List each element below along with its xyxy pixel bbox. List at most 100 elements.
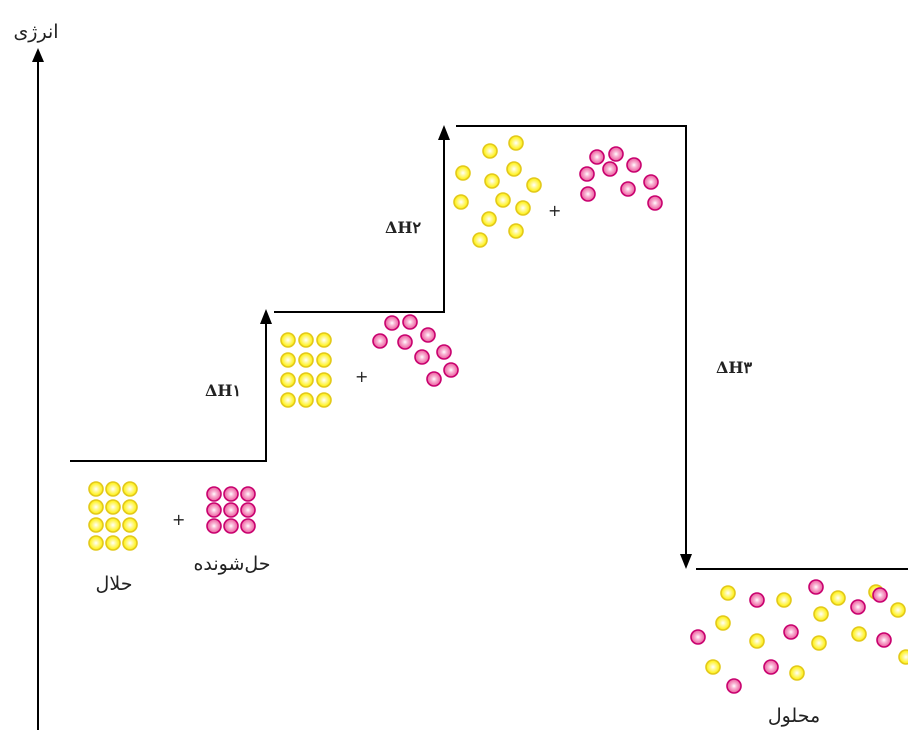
solute-particle <box>241 519 255 533</box>
plus-sign-1: + <box>172 510 185 529</box>
solute-particle <box>207 519 221 533</box>
solute-particle <box>385 316 399 330</box>
solute-label: حل‌شونده <box>193 553 270 575</box>
solute-particle <box>851 600 865 614</box>
solvent-particle <box>123 536 137 550</box>
dh2-label: ΔH۲ <box>385 218 422 237</box>
solute-particles-step1 <box>373 315 458 386</box>
solution-label: محلول <box>768 705 820 727</box>
solute-particle <box>207 503 221 517</box>
solute-particle <box>603 162 617 176</box>
solute-particles-step2 <box>580 147 662 210</box>
solvent-particles-step1 <box>281 333 331 407</box>
solvent-particle <box>123 482 137 496</box>
solvent-particle <box>456 166 470 180</box>
solute-particle <box>590 150 604 164</box>
solute-particle <box>877 633 891 647</box>
solvent-particle <box>281 393 295 407</box>
solvent-particle <box>831 591 845 605</box>
solvent-particle <box>527 178 541 192</box>
energy-levels <box>70 126 908 569</box>
solvent-particle <box>516 201 530 215</box>
solvent-particle <box>485 174 499 188</box>
solvent-particle <box>123 500 137 514</box>
solute-particle <box>750 593 764 607</box>
solvent-particle <box>89 536 103 550</box>
solvent-particle <box>482 212 496 226</box>
solvent-lattice <box>89 482 137 550</box>
solvent-particle <box>814 607 828 621</box>
solute-particle <box>403 315 417 329</box>
solvent-particle <box>509 224 523 238</box>
solvent-particle <box>89 518 103 532</box>
solvent-particle <box>750 634 764 648</box>
solvent-particle <box>106 536 120 550</box>
arrow-head-dh2 <box>438 125 450 140</box>
solvent-particle <box>281 333 295 347</box>
solute-particle <box>644 175 658 189</box>
level-step2 <box>456 126 686 558</box>
solute-particle <box>224 503 238 517</box>
solute-particle <box>207 487 221 501</box>
solvent-particle <box>317 333 331 347</box>
solvent-particle <box>106 518 120 532</box>
solvent-particle <box>777 593 791 607</box>
dh3-label: ΔH۳ <box>716 358 753 377</box>
solvent-particle <box>299 353 313 367</box>
solvent-particle <box>509 136 523 150</box>
solute-particle <box>224 487 238 501</box>
solvent-particle <box>317 373 331 387</box>
solute-particle <box>648 196 662 210</box>
solute-particle <box>784 625 798 639</box>
solvent-particle <box>716 616 730 630</box>
solute-particle <box>437 345 451 359</box>
solvent-particle <box>496 193 510 207</box>
solvent-particle <box>299 393 313 407</box>
solute-particle <box>621 182 635 196</box>
solute-particle <box>415 350 429 364</box>
energy-axis <box>32 48 44 730</box>
solvent-particle <box>281 353 295 367</box>
solvent-particle <box>899 650 908 664</box>
arrow-head-dh1 <box>260 309 272 324</box>
solute-particle <box>421 328 435 342</box>
solute-particle <box>609 147 623 161</box>
solvent-particle <box>123 518 137 532</box>
solvent-particle <box>706 660 720 674</box>
arrow-head-dh3 <box>680 554 692 569</box>
solvent-particle <box>790 666 804 680</box>
solvent-particle <box>299 333 313 347</box>
solute-particle <box>691 630 705 644</box>
solvent-particle <box>89 500 103 514</box>
solute-particle <box>241 503 255 517</box>
solute-particle <box>809 580 823 594</box>
solute-particle <box>427 372 441 386</box>
solvent-particle <box>473 233 487 247</box>
solute-lattice <box>207 487 255 533</box>
solute-particle <box>241 487 255 501</box>
solvent-particle <box>812 636 826 650</box>
solvent-label: حلال <box>96 573 133 595</box>
plus-sign-3: + <box>548 201 561 220</box>
solvent-particle <box>299 373 313 387</box>
solvent-particle <box>454 195 468 209</box>
solvent-particle <box>106 500 120 514</box>
solvent-particle <box>507 162 521 176</box>
solvent-particle <box>317 393 331 407</box>
solute-particle <box>444 363 458 377</box>
solvent-particle <box>281 373 295 387</box>
solute-particle <box>224 519 238 533</box>
dh1-label: ΔH۱ <box>205 381 241 400</box>
solvent-particle <box>721 586 735 600</box>
solute-particle <box>373 334 387 348</box>
solute-particle <box>581 187 595 201</box>
solute-particle <box>398 335 412 349</box>
solvent-particle <box>317 353 331 367</box>
solvent-particle <box>891 603 905 617</box>
energy-axis-label: انرژی <box>13 21 58 43</box>
solution-mixture <box>691 580 908 693</box>
solute-particle <box>873 588 887 602</box>
solvent-particle <box>89 482 103 496</box>
plus-sign-2: + <box>355 367 368 386</box>
